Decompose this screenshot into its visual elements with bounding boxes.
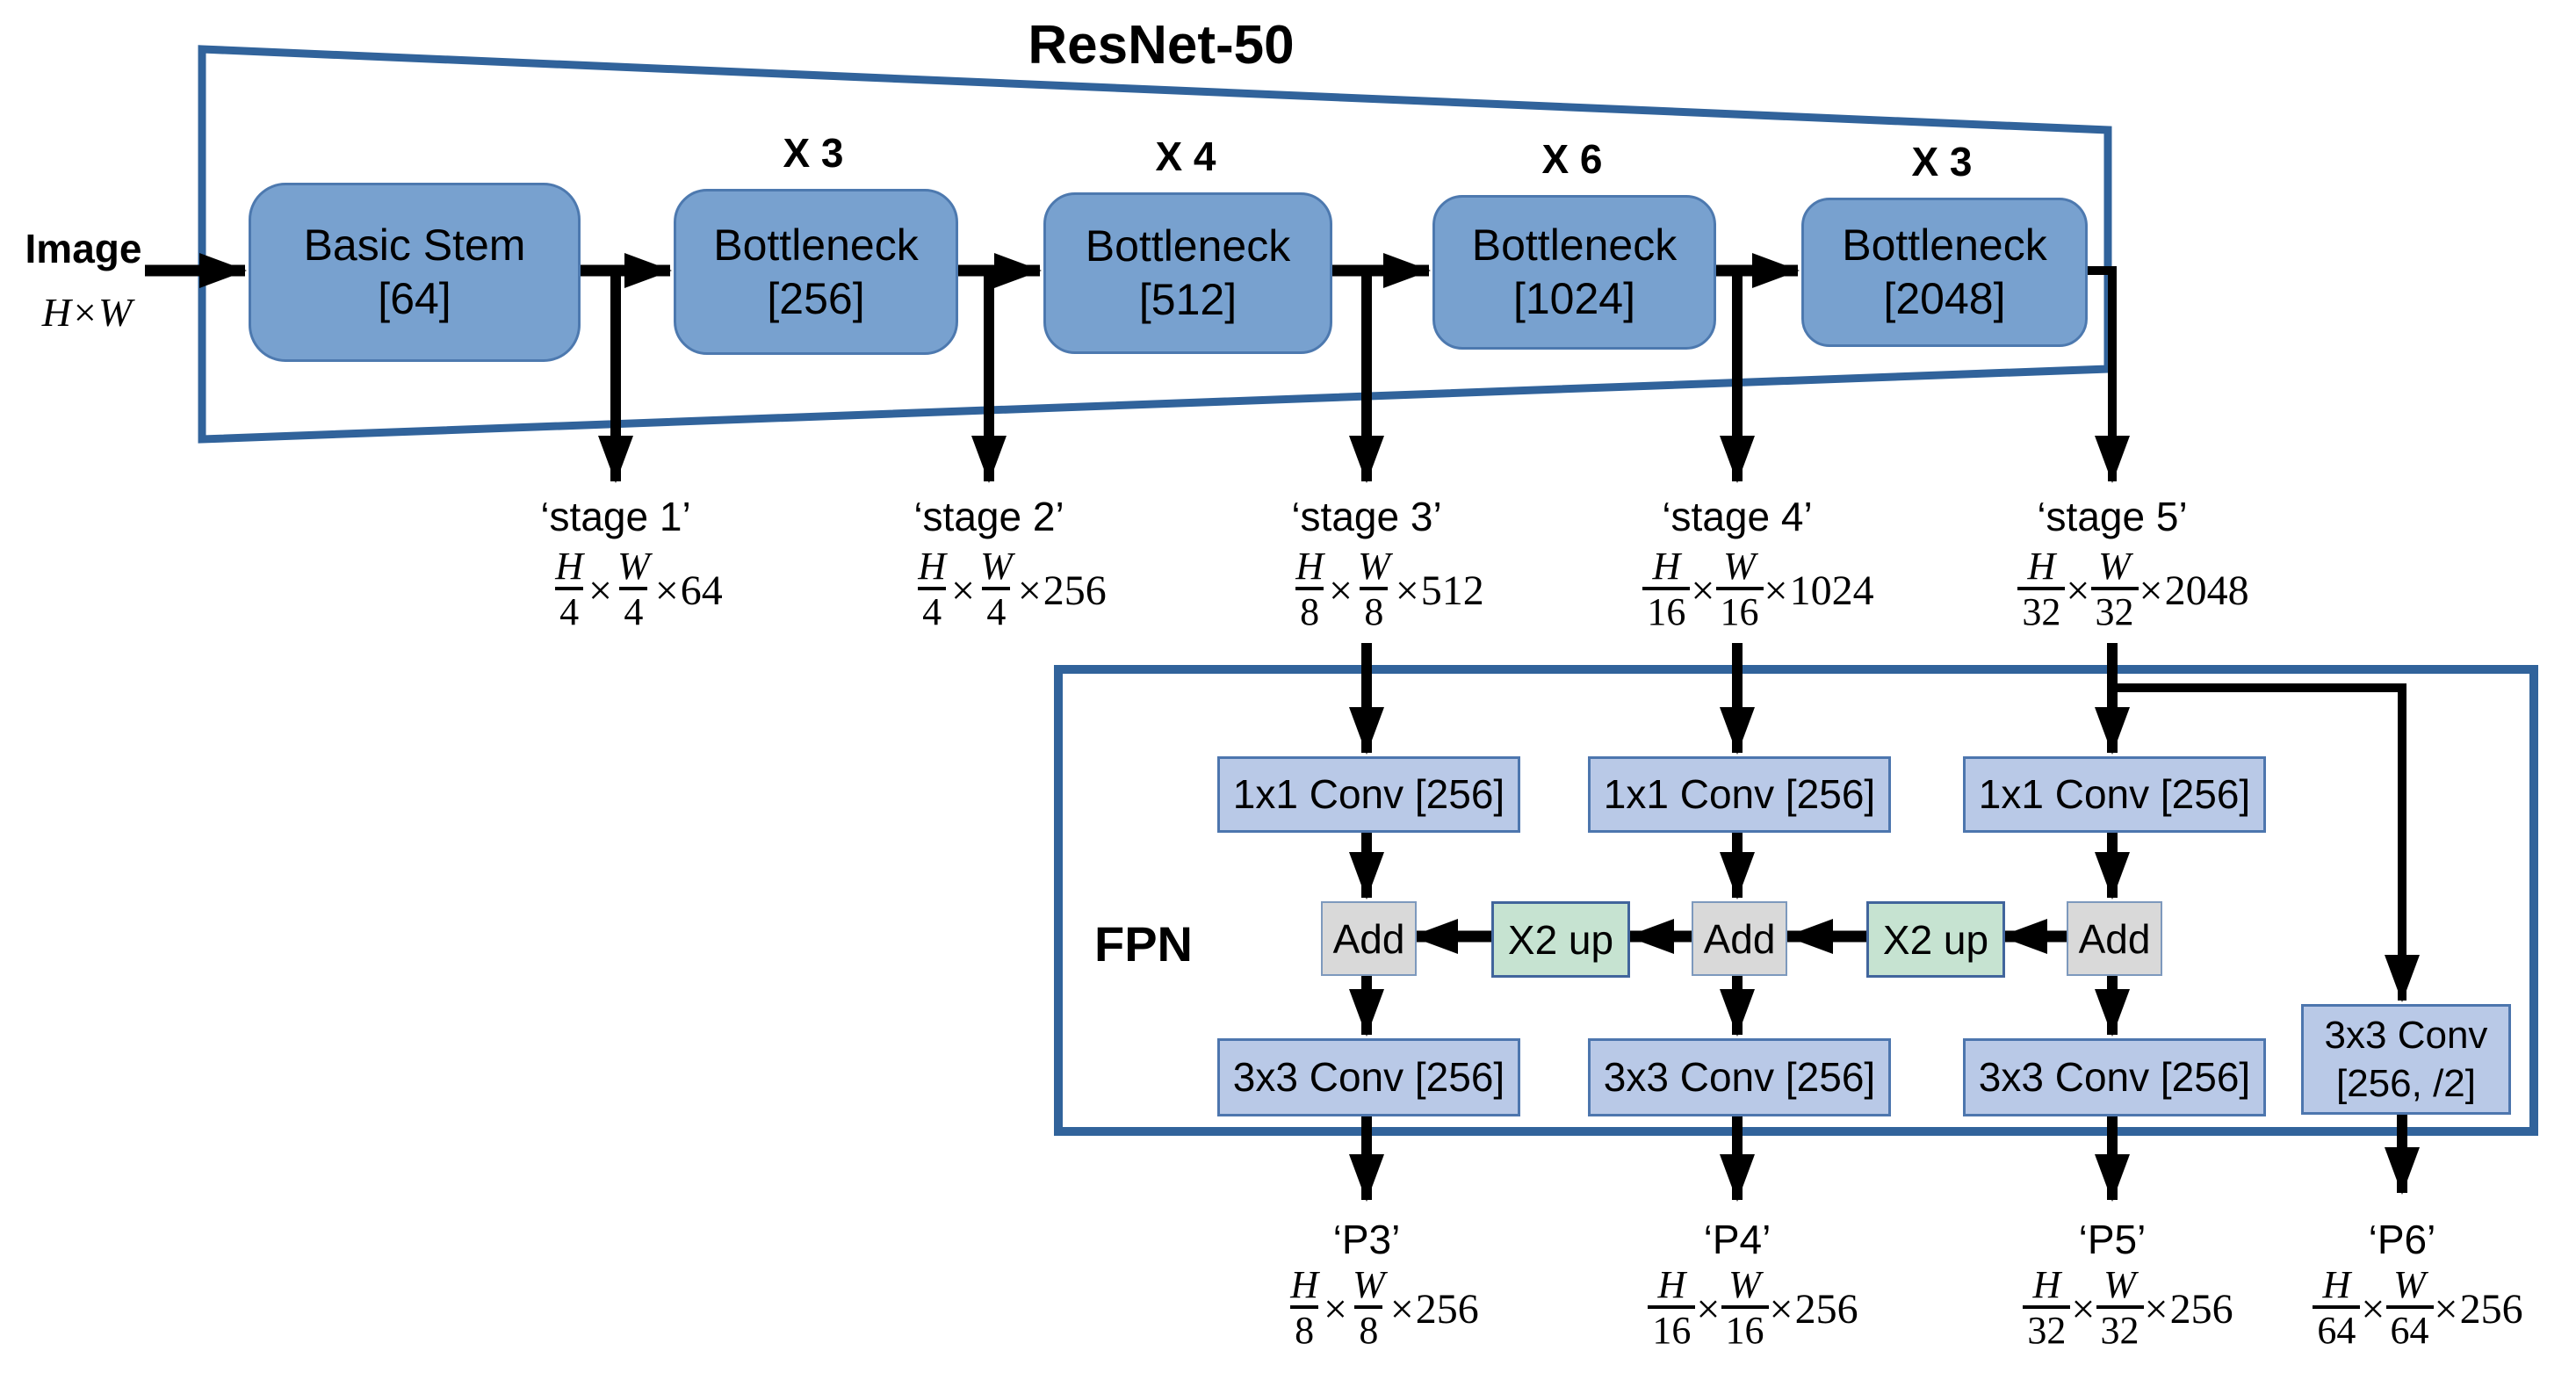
stage4-label: ‘stage 4’ — [1662, 494, 1813, 539]
p3-label: ‘P3’ — [1332, 1217, 1401, 1262]
fpn-box-outline — [1054, 665, 2538, 1136]
fpn-label: FPN — [1094, 915, 1193, 972]
arrow-drop-stage5 — [2082, 266, 2130, 483]
repeat-label-b256: X 3 — [783, 130, 844, 176]
fpn-extra-conv-line2: [256, /2] — [2335, 1062, 2476, 1105]
stage1-label: ‘stage 1’ — [540, 494, 691, 539]
resnet-box-name: Basic Stem — [303, 220, 526, 270]
fpn-extra-conv-line1: 3x3 Conv — [2324, 1014, 2488, 1057]
resnet-box-name: Bottleneck — [1471, 220, 1678, 270]
fpn-lateral-conv-2: 1x1 Conv [256] — [1588, 756, 1891, 833]
fpn-add-3: Add — [2067, 901, 2162, 976]
fpn-extra-conv: 3x3 Conv [256, /2] — [2301, 1004, 2511, 1115]
resnet-box-channels: [1024] — [1512, 274, 1635, 323]
resnet-box-channels: [64] — [378, 274, 451, 323]
stage5-label: ‘stage 5’ — [2037, 494, 2188, 539]
resnet-box-channels: [2048] — [1883, 274, 2006, 323]
resnet-box-channels: [512] — [1138, 275, 1237, 324]
resnet-box-bottleneck-512: Bottleneck [512] — [1043, 192, 1332, 354]
p4-label: ‘P4’ — [1703, 1217, 1771, 1262]
fpn-output-conv-2: 3x3 Conv [256] — [1588, 1038, 1891, 1116]
fpn-upsample-1: X2 up — [1491, 901, 1630, 978]
repeat-label-b1024: X 6 — [1541, 136, 1603, 182]
resnet-box-bottleneck-2048: Bottleneck [2048] — [1801, 198, 2088, 347]
image-input-dims: H×W — [41, 289, 133, 335]
resnet-box-name: Bottleneck — [1842, 220, 2047, 270]
repeat-label-b2048: X 3 — [1911, 139, 1973, 184]
fpn-upsample-2: X2 up — [1866, 901, 2005, 978]
repeat-label-b512: X 4 — [1155, 134, 1216, 179]
fpn-output-conv-1: 3x3 Conv [256] — [1217, 1038, 1520, 1116]
stage2-label: ‘stage 2’ — [913, 494, 1064, 539]
resnet-box-channels: [256] — [767, 273, 865, 323]
resnet-box-basic-stem: Basic Stem [64] — [249, 183, 581, 362]
arrow-stage5-branch-to-extra-conv — [2112, 683, 2420, 1002]
fpn-lateral-conv-3: 1x1 Conv [256] — [1963, 756, 2266, 833]
resnet-box-bottleneck-1024: Bottleneck [1024] — [1432, 195, 1716, 350]
stage3-label: ‘stage 3’ — [1291, 494, 1442, 539]
resnet-title: ResNet-50 — [1028, 14, 1295, 76]
fpn-add-2: Add — [1692, 901, 1787, 976]
fpn-output-conv-3: 3x3 Conv [256] — [1963, 1038, 2266, 1116]
p5-label: ‘P5’ — [2078, 1217, 2147, 1262]
fpn-lateral-conv-1: 1x1 Conv [256] — [1217, 756, 1520, 833]
fpn-add-1: Add — [1321, 901, 1417, 976]
resnet-box-bottleneck-256: Bottleneck [256] — [674, 189, 958, 355]
resnet-box-name: Bottleneck — [713, 220, 919, 270]
p6-label: ‘P6’ — [2368, 1217, 2436, 1262]
resnet-box-name: Bottleneck — [1085, 221, 1291, 271]
image-input-label: Image — [25, 226, 142, 271]
